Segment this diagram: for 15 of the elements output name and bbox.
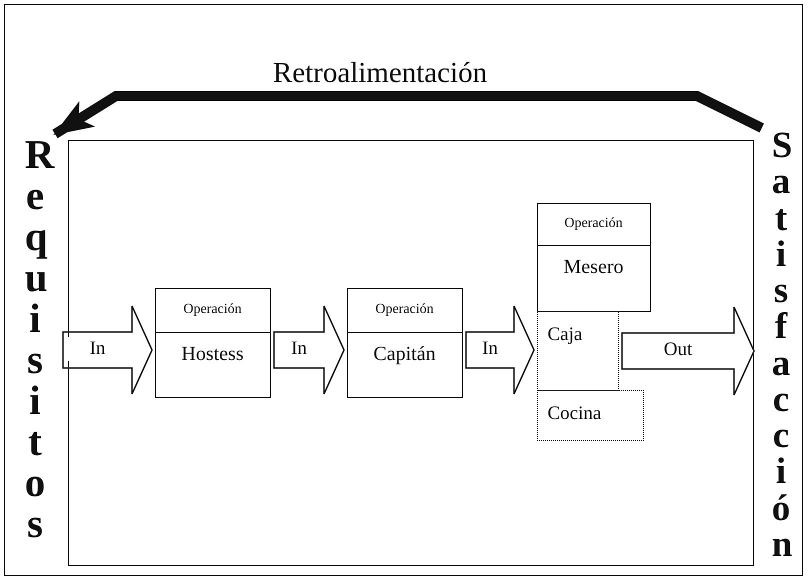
box-text: Mesero [562,254,624,278]
box-heading: Operación [156,288,270,332]
operation-box [536,202,650,312]
process-box: Caja [536,310,618,390]
vertical-text: Requisitos [24,134,66,544]
feedback-arrow [52,91,764,138]
edge-label: Retroalimentación [272,56,488,90]
box-text: Capitán [372,342,437,366]
operation-box [154,288,270,398]
box-heading: Operación [538,204,650,246]
operation-box [346,288,462,398]
process-box: Cocina [536,390,644,440]
box-heading: Operación [348,288,462,332]
vertical-text: Satisfacción [772,128,809,563]
box-text: Hostess [180,342,245,366]
